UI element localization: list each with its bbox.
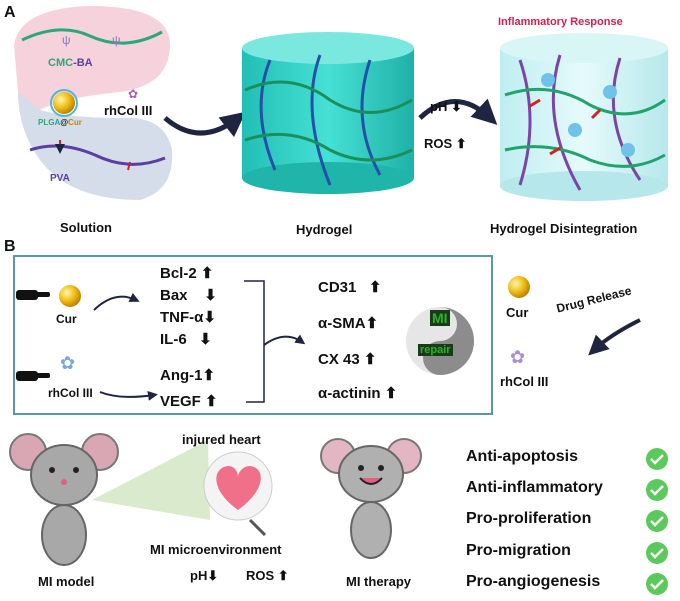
- right-cur-sphere: [508, 276, 530, 298]
- effect-item: Anti-inflammatory: [466, 479, 603, 496]
- solution-illustration: ψ ψ ✿: [14, 6, 173, 200]
- marker-cd31: CD31 ⬆: [318, 279, 382, 296]
- svg-text:✿: ✿: [128, 87, 138, 101]
- panel-a-letter: A: [4, 4, 16, 21]
- right-cur-label: Cur: [506, 305, 529, 320]
- cur-label-b: Cur: [56, 312, 77, 326]
- hydrogel-caption: Hydrogel: [296, 222, 353, 237]
- pointing-hand-icon-2: [16, 371, 50, 381]
- ros-label-bottom: ROS ⬆: [246, 568, 289, 583]
- mi-badge-line1: MI: [430, 310, 450, 326]
- disintegration-cylinder: [500, 33, 668, 201]
- mi-therapy-label: MI therapy: [346, 574, 412, 589]
- ph-label-a: pH ⬇: [430, 99, 462, 114]
- hydrogel-cylinder: [242, 32, 414, 194]
- rhcol-label-a: rhCol III: [104, 103, 153, 118]
- svg-text:✿: ✿: [60, 353, 75, 373]
- arrow-hydrogel-to-disintegration: [418, 98, 498, 125]
- mi-model-mouse: [9, 433, 119, 566]
- marker-asma: α-SMA⬆: [318, 315, 379, 332]
- marker-actinin: α-actinin ⬆: [318, 385, 398, 402]
- pointing-hand-icon-1: [16, 290, 50, 300]
- right-rhcol-label: rhCol III: [500, 374, 549, 389]
- pva-label: PVA: [50, 173, 70, 184]
- disintegration-caption: Hydrogel Disintegration: [490, 221, 638, 236]
- plga-cur-label: PLGA@Cur: [38, 118, 82, 127]
- arrow-solution-to-hydrogel: [163, 111, 246, 138]
- svg-text:ψ: ψ: [62, 33, 71, 47]
- effect-item: Anti-apoptosis: [466, 448, 578, 465]
- marker-bcl2: Bcl-2 ⬆: [160, 265, 214, 282]
- solution-caption: Solution: [60, 220, 112, 235]
- panel-b-letter: B: [4, 238, 16, 255]
- svg-text:✿: ✿: [510, 347, 525, 367]
- mi-therapy-mouse: [320, 438, 422, 559]
- mi-badge-line2: repair: [418, 344, 453, 356]
- mi-repair-badge: [406, 307, 474, 375]
- marker-tnfa: TNF-α⬇: [160, 309, 216, 326]
- svg-text:ψ: ψ: [112, 33, 121, 47]
- injured-heart-image: [203, 451, 273, 537]
- marker-il6: IL-6 ⬇: [160, 331, 212, 348]
- check-icons: [646, 448, 668, 595]
- marker-ang1: Ang-1⬆: [160, 367, 216, 384]
- marker-cx43: CX 43 ⬆: [318, 351, 377, 368]
- effect-item: Pro-proliferation: [466, 510, 592, 527]
- marker-bax: Bax ⬇: [160, 287, 217, 304]
- inflammatory-response-label: Inflammatory Response: [498, 16, 623, 28]
- cmc-ba-label: CMC-BA: [48, 57, 93, 69]
- effect-item: Pro-migration: [466, 542, 571, 559]
- mi-microenvironment-label: MI microenvironment: [150, 542, 282, 557]
- effect-item: Pro-angiogenesis: [466, 573, 601, 590]
- pathway-box: [13, 255, 493, 415]
- rhcol-label-b: rhCol III: [48, 386, 93, 400]
- cur-sphere: [59, 285, 81, 307]
- ph-label-bottom: pH⬇: [190, 568, 219, 583]
- marker-vegf: VEGF ⬆: [160, 393, 218, 410]
- ros-label-a: ROS ⬆: [424, 136, 467, 151]
- mi-model-label: MI model: [38, 574, 95, 589]
- injured-heart-label: injured heart: [182, 432, 261, 447]
